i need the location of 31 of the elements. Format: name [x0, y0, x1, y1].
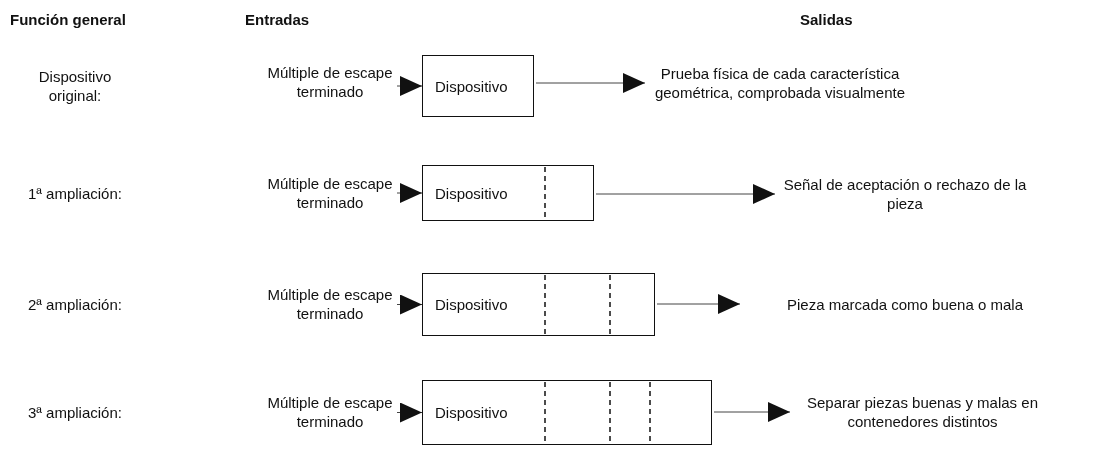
input-text: Múltiple de escape terminado	[265, 282, 395, 326]
arrow	[396, 183, 423, 203]
row-label: 2ª ampliación:	[27, 295, 123, 314]
output-text: Separar piezas buenas y malas en contenedores distintos	[790, 392, 1055, 432]
device-box	[422, 273, 655, 336]
arrow	[656, 294, 741, 314]
device-label: Dispositivo	[435, 183, 508, 203]
arrow	[396, 76, 423, 96]
device-label: Dispositivo	[435, 295, 508, 314]
column-header: Función general	[10, 10, 127, 29]
row-label: Dispositivo original:	[37, 67, 113, 105]
device-box	[422, 380, 712, 445]
output-text: Prueba física de cada característica geométrica, comprobada visualmente	[645, 50, 915, 116]
input-text: Múltiple de escape terminado	[265, 171, 395, 215]
output-text: Pieza marcada como buena o mala	[740, 290, 1070, 318]
arrow	[396, 294, 423, 315]
arrow	[595, 184, 776, 204]
input-text: Múltiple de escape terminado	[265, 60, 395, 104]
row-label: 3ª ampliación:	[27, 403, 123, 422]
output-text: Señal de aceptación o rechazo de la pieza	[775, 174, 1035, 214]
device-box	[422, 165, 594, 221]
input-text: Múltiple de escape terminado	[265, 390, 395, 434]
arrow	[535, 73, 646, 93]
arrow	[713, 402, 791, 422]
device-label: Dispositivo	[435, 76, 508, 96]
device-label: Dispositivo	[435, 403, 508, 422]
arrow	[396, 402, 423, 423]
row-label: 1ª ampliación:	[27, 184, 123, 203]
column-header: Salidas	[800, 10, 854, 29]
column-header: Entradas	[245, 10, 311, 29]
device-box	[422, 55, 534, 117]
